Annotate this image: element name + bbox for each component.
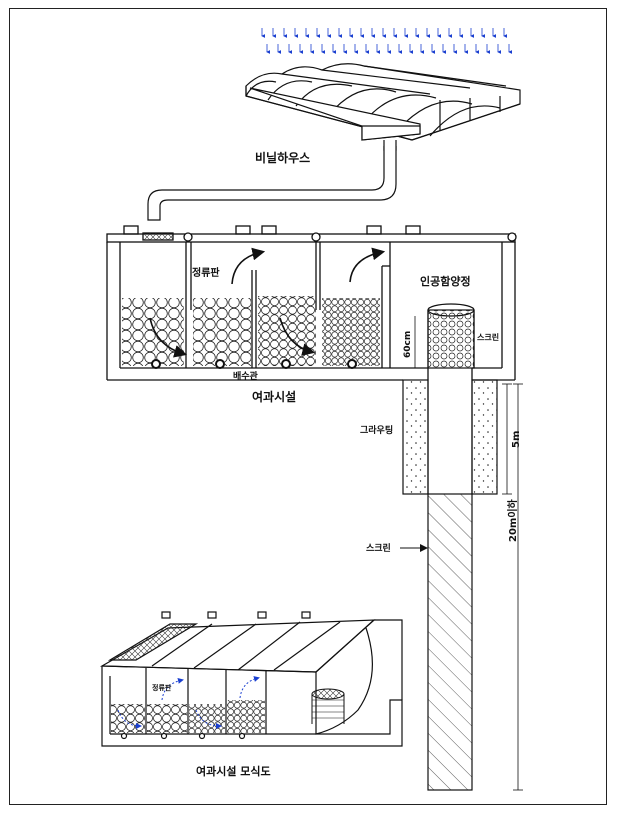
greenhouse-label: 비닐하우스 <box>255 150 310 165</box>
gravel-medium <box>258 296 316 366</box>
baffle-label: 정류판 <box>192 266 220 279</box>
gravel-large-2 <box>193 298 251 366</box>
flow-arrows <box>149 247 386 358</box>
greenhouse-drawing <box>245 63 521 151</box>
drain-pipe-from-greenhouse <box>147 146 397 221</box>
filtration-tank <box>106 225 517 381</box>
schematic-title: 여과시설 모식도 <box>196 764 271 778</box>
figure-border <box>9 8 607 805</box>
iso-gravel-4 <box>227 700 265 733</box>
iso-flow-arrows <box>117 676 260 729</box>
isometric-schematic <box>99 611 403 747</box>
grouting-label: 그라우팅 <box>360 424 393 436</box>
depth-20m-label: 20m이하 <box>506 498 519 542</box>
recharge-well-label: 인공함양정 <box>420 274 471 288</box>
iso-baffle-label: 정류판 <box>152 683 172 692</box>
gravel-large <box>122 298 184 366</box>
well-shaft <box>402 379 498 791</box>
filter-facility-label: 여과시설 <box>252 389 296 404</box>
iso-drain-holes <box>120 732 246 740</box>
dimension-lines <box>502 383 523 791</box>
depth-60cm-label: 60cm <box>403 331 413 358</box>
depth-5m-label: 5m <box>511 431 522 448</box>
iso-recharge-well <box>311 688 345 724</box>
iso-gravel-2 <box>147 704 187 733</box>
iso-gravel-3 <box>189 704 225 733</box>
screen-main-label: 스크린 <box>366 543 391 554</box>
screen-small-label: 스크린 <box>477 332 499 342</box>
rain-arrows <box>261 28 513 54</box>
drain-holes <box>151 359 357 369</box>
iso-gravel-1 <box>111 704 145 733</box>
drain-pipe-label: 배수관 <box>233 370 259 382</box>
gravel-small <box>322 298 380 366</box>
recharge-well-screen <box>427 303 475 369</box>
